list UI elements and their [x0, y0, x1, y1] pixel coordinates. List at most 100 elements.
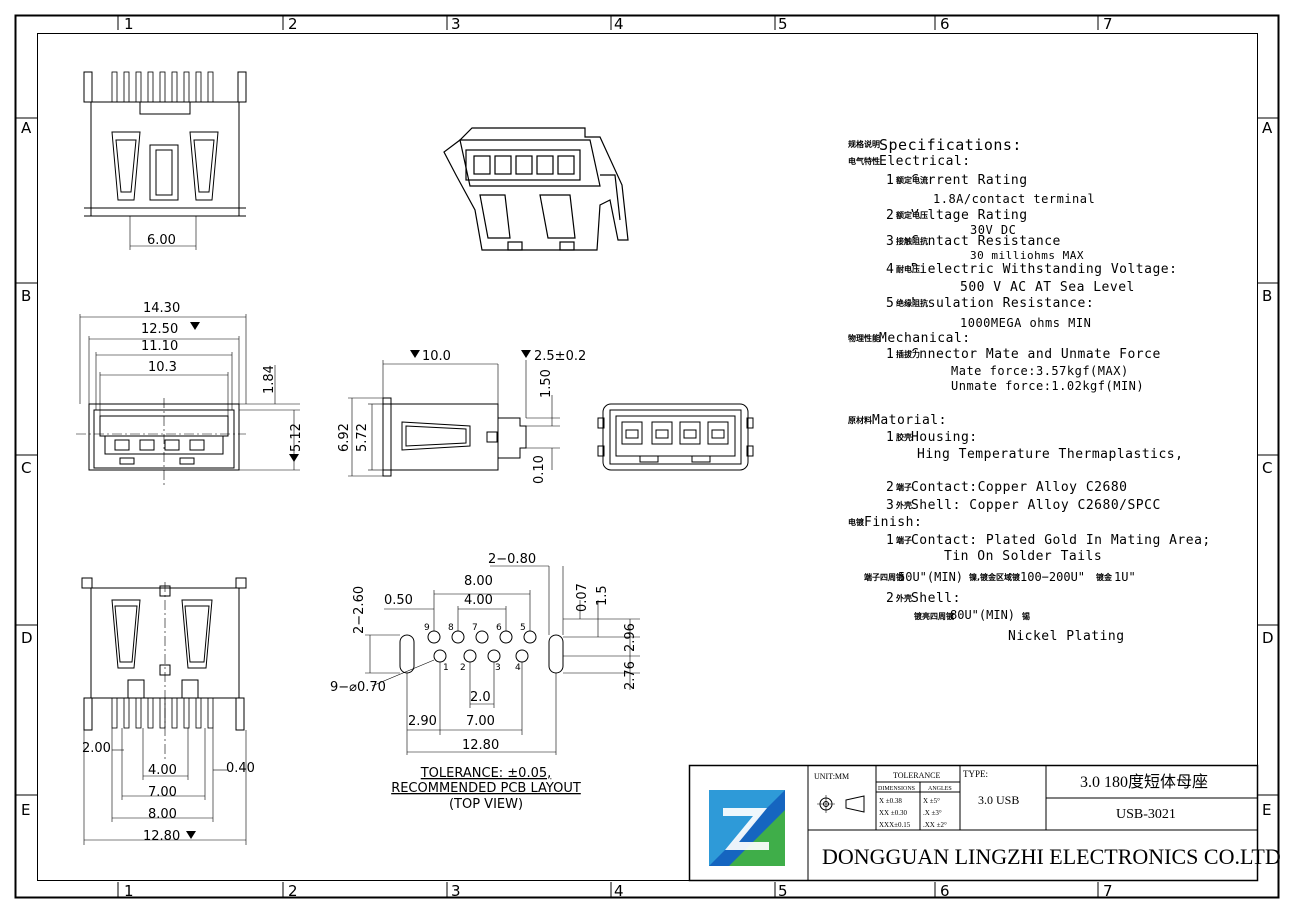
spec-contact-res-cn: 接触阻抗 [896, 237, 928, 246]
dim-bottom-800: 8.00 [148, 807, 177, 822]
dim-pcb-15: 1.5 [595, 585, 610, 606]
pin-4: 4 [515, 663, 521, 673]
spec-nickel: Nickel Plating [1008, 629, 1125, 644]
dim-side-692: 6.92 [337, 423, 352, 452]
dim-bottom-1280: 12.80 [143, 829, 180, 844]
outer-frame [14, 14, 1280, 899]
pin-7: 7 [472, 623, 478, 633]
spec-plating-a: 50U"(MIN) [898, 570, 964, 584]
row-label-rb: B [1262, 287, 1272, 305]
dim-pcb-700: 7.00 [466, 714, 495, 729]
dim-pcb-holes: 9−⌀0.70 [330, 680, 386, 695]
dim-front-1250: 12.50 [141, 322, 178, 337]
spec-insulation: 5. Lnsulation Resistance: [886, 296, 1095, 311]
spec-dielectric: 4. Dielectric Withstanding Voltage: [886, 262, 1178, 277]
spec-insulation-cn: 绝缘阻抗 [896, 299, 928, 308]
tb-product-name: 3.0 180度短体母座 [1080, 773, 1208, 791]
pin-9: 9 [424, 623, 430, 633]
spec-plating-cn3: 镀金 [1096, 573, 1112, 582]
spec-insulation-val: 1000MEGA ohms MIN [960, 316, 1092, 330]
tb-ang-x: X ±5° [923, 797, 940, 805]
dim-side-25: 2.5±0.2 [534, 349, 586, 364]
col-label-b5: 5 [778, 882, 788, 900]
row-label-rd: D [1262, 629, 1274, 647]
spec-fin-shell-cn: 外壳 [896, 594, 912, 603]
dim-pcb-276: 2.76 [623, 661, 638, 690]
spec-plating-cn1: 端子四周镀 [864, 573, 904, 582]
spec-fin-contact-cn: 端子 [896, 536, 912, 545]
tb-tol-xx: XX ±0.30 [879, 809, 907, 817]
pin-2: 2 [460, 663, 466, 673]
layout-tolerance: TOLERANCE: ±0.05, [420, 766, 552, 781]
layout-recommended: RECOMMENDED PCB LAYOUT [391, 781, 581, 796]
datum-triangle-3 [410, 350, 420, 358]
top-view [83, 71, 247, 250]
dim-pcb-800: 8.00 [464, 574, 493, 589]
spec-shell-plating-cn1: 镀亮四周镀 [914, 612, 954, 621]
dim-front-512: 5.12 [289, 423, 304, 452]
dim-side-150: 1.50 [539, 369, 554, 398]
tb-type-value: 3.0 USB [978, 793, 1019, 807]
title-block [688, 764, 1259, 882]
col-label-b2: 2 [288, 882, 298, 900]
dim-bottom-200: 2.00 [82, 741, 111, 756]
dim-pcb-400: 4.00 [464, 593, 493, 608]
spec-housing-val: Hing Temperature Thermaplastics, [917, 447, 1184, 462]
layout-top-view: (TOP VIEW) [449, 797, 523, 812]
tb-ang-xx: .X ±3° [923, 809, 942, 817]
spec-mate: Mate force:3.57kgf(MAX) [951, 364, 1129, 378]
dim-pcb-296: 2.96 [623, 623, 638, 652]
row-label-rc: C [1262, 459, 1272, 477]
tb-company: DONGGUAN LINGZHI ELECTRONICS CO.LTD [822, 844, 1281, 869]
spec-voltage-val: 30V DC [970, 223, 1017, 237]
col-label-5: 5 [778, 15, 788, 33]
row-markers: A B C D E A B C D E [16, 117, 1278, 819]
spec-contact: 2. Contact:Copper Alloy C2680 [886, 480, 1128, 495]
rear-view [597, 403, 754, 471]
pin-1: 1 [443, 663, 449, 673]
spec-contact-cn: 端子 [896, 483, 912, 492]
column-markers-bottom: 1 2 3 4 5 6 7 [117, 882, 1113, 900]
dim-front-1430: 14.30 [143, 301, 180, 316]
spec-voltage-cn: 额定电压 [896, 211, 928, 220]
col-label-3: 3 [451, 15, 461, 33]
spec-electrical: Electrical: [879, 154, 971, 169]
spec-plating-cn2: 镍,镀金区域镀 [969, 573, 1021, 582]
row-label-re: E [1262, 801, 1271, 819]
spec-current-cn: 额定电流 [896, 176, 928, 185]
spec-dielectric-cn: 耐电压 [896, 265, 920, 274]
tb-tol-xxx: XXX±0.15 [879, 821, 911, 829]
spec-title: Specifications: [879, 136, 1022, 154]
dim-pcb-050: 0.50 [384, 593, 413, 608]
tb-dimensions: DIMENSIONS [878, 786, 915, 792]
col-label-7: 7 [1103, 15, 1113, 33]
dim-top-width: 6.00 [147, 233, 176, 248]
spec-plating-b: 100−200U" [1020, 570, 1086, 584]
datum-triangle-5 [186, 831, 196, 839]
tb-type-label: TYPE: [963, 769, 988, 779]
spec-force-cn: 插拔力 [896, 350, 920, 359]
dim-pcb-007: 0.07 [575, 583, 590, 612]
row-label-d: D [21, 629, 33, 647]
spec-plating-c: 1U" [1114, 570, 1136, 584]
pin-5: 5 [520, 623, 526, 633]
spec-housing-cn: 胶壳 [896, 433, 912, 442]
spec-shell: 3. Shell: Copper Alloy C2680/SPCC [886, 498, 1161, 513]
col-label-4: 4 [614, 15, 624, 33]
bottom-view [81, 577, 247, 845]
tb-angles: ANGLES [928, 786, 952, 792]
isometric-view [443, 127, 629, 251]
company-logo [709, 790, 785, 866]
dim-pcb-1280: 12.80 [462, 738, 499, 753]
col-label-2: 2 [288, 15, 298, 33]
dim-bottom-400: 4.00 [148, 763, 177, 778]
col-label-b7: 7 [1103, 882, 1113, 900]
dim-side-100: 10.0 [422, 349, 451, 364]
pin-6: 6 [496, 623, 502, 633]
spec-current-val: 1.8A/contact terminal [933, 192, 1096, 206]
col-label-1: 1 [124, 15, 134, 33]
dim-bottom-700: 7.00 [148, 785, 177, 800]
row-label-a: A [21, 119, 32, 137]
col-label-b3: 3 [451, 882, 461, 900]
